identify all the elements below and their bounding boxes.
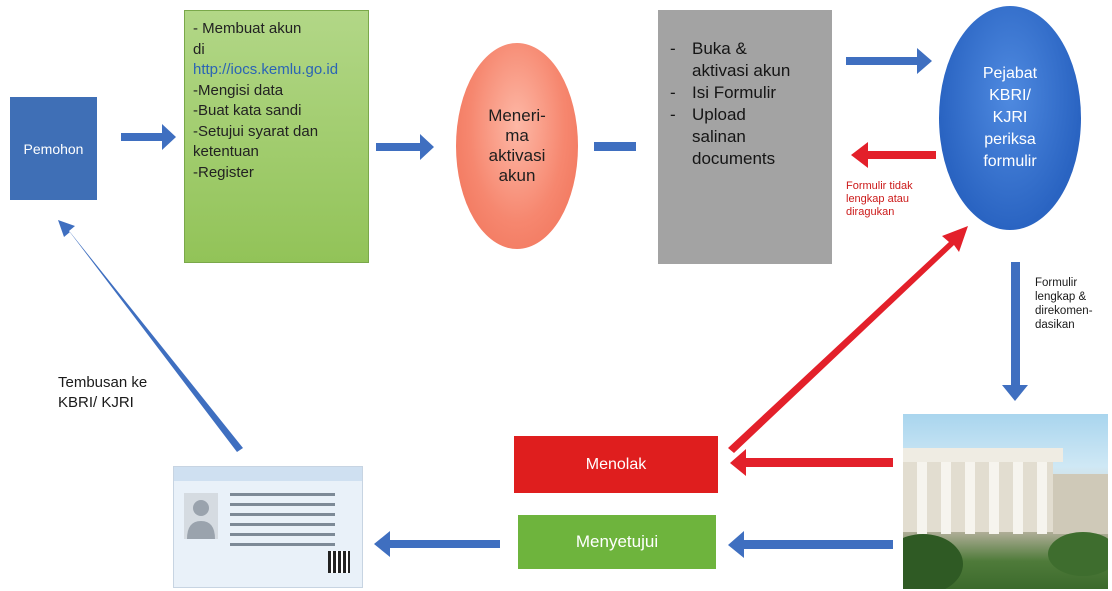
buka-dash: - xyxy=(670,39,676,58)
note-tembusan: Tembusan ke KBRI/ KJRI xyxy=(58,373,147,413)
buka-dash: - xyxy=(670,105,676,124)
buka-line: salinan xyxy=(692,127,746,146)
steps-item: -Register xyxy=(193,163,254,181)
steps-item: -Buat kata sandi xyxy=(193,102,302,119)
note-line: Tembusan ke xyxy=(58,374,148,391)
pejabat-line: periksa xyxy=(984,131,1036,148)
arrow-menyetujui-to-card xyxy=(374,531,500,557)
arrow-menolak-to-pejabat xyxy=(728,226,968,453)
note-line: Formulir tidak xyxy=(846,180,913,192)
steps-item: -Setujui syarat dan xyxy=(193,122,319,140)
card-header xyxy=(174,467,362,481)
buka-line: Upload xyxy=(692,105,746,124)
node-menyetujui: Menyetujui xyxy=(518,515,716,569)
pejabat-line: Pejabat xyxy=(982,65,1038,82)
note-formulir-tidak-lengkap: Formulir tidak lengkap atau diragukan xyxy=(846,180,938,219)
arrow-steps-to-terima xyxy=(376,134,434,160)
pejabat-line: KJRI xyxy=(992,109,1028,126)
pemohon-label: Pemohon xyxy=(23,140,84,157)
pejabat-line: formulir xyxy=(983,153,1037,170)
steps-item: -Mengisi data xyxy=(193,81,284,99)
terima-line: akun xyxy=(498,166,536,185)
card-photo xyxy=(184,493,218,539)
steps-item: ketentuan xyxy=(193,143,259,160)
buka-item: - Isi Formulir xyxy=(670,82,828,104)
arrow-building-to-menolak xyxy=(730,449,893,476)
node-menolak: Menolak xyxy=(514,436,718,493)
arrow-building-to-menyetujui xyxy=(728,531,893,558)
note-line: lengkap & xyxy=(1035,291,1087,303)
arrow-card-to-pemohon xyxy=(58,220,243,452)
node-buka-akun: - Buka & aktivasi akun - Isi Formulir - … xyxy=(658,10,832,264)
note-line: KBRI/ KJRI xyxy=(58,394,134,411)
note-line: dasikan xyxy=(1035,319,1075,331)
note-formulir-lengkap: Formulir lengkap & direkomen- dasikan xyxy=(1035,276,1107,332)
card-qr-code xyxy=(328,551,350,573)
terima-line: aktivasi xyxy=(488,146,546,165)
buka-line: Buka & xyxy=(692,39,747,58)
note-line: Formulir xyxy=(1035,277,1078,289)
arrow-pemohon-to-steps xyxy=(121,124,176,150)
overseas-card-image xyxy=(173,466,363,588)
node-pejabat-periksa: Pejabat KBRI/ KJRI periksa formulir xyxy=(939,6,1081,230)
steps-line: di xyxy=(193,40,205,58)
pejabat-line: KBRI/ xyxy=(989,87,1031,104)
terima-line: ma xyxy=(505,126,529,145)
arrow-pejabat-to-buka xyxy=(851,142,936,168)
arrow-buka-to-pejabat xyxy=(846,48,932,74)
buka-dash: - xyxy=(670,83,676,102)
connector-terima-to-buka xyxy=(594,142,636,151)
note-line: direkomen- xyxy=(1035,305,1093,317)
arrow-pejabat-to-building xyxy=(1002,262,1028,401)
terima-line: Meneri- xyxy=(488,106,546,125)
steps-line: - Membuat akun xyxy=(193,20,302,37)
menyetujui-label: Menyetujui xyxy=(575,532,659,551)
node-menerima-aktivasi: Meneri- ma aktivasi akun xyxy=(456,43,578,249)
buka-item: - Buka & aktivasi akun xyxy=(670,38,828,82)
node-pemohon: Pemohon xyxy=(10,97,97,200)
note-line: lengkap atau xyxy=(846,193,909,205)
buka-line: Isi Formulir xyxy=(692,83,777,102)
menolak-label: Menolak xyxy=(585,455,647,473)
buka-item: - Upload salinan documents xyxy=(670,104,828,170)
ministry-building-photo xyxy=(903,414,1108,589)
note-line: diragukan xyxy=(846,206,895,218)
steps-url: http://iocs.kemlu.go.id xyxy=(193,61,339,78)
card-text-lines xyxy=(230,493,335,553)
buka-line: documents xyxy=(692,149,776,168)
node-membuat-akun: - Membuat akun di http://iocs.kemlu.go.i… xyxy=(184,10,369,263)
buka-line: aktivasi akun xyxy=(692,61,791,80)
